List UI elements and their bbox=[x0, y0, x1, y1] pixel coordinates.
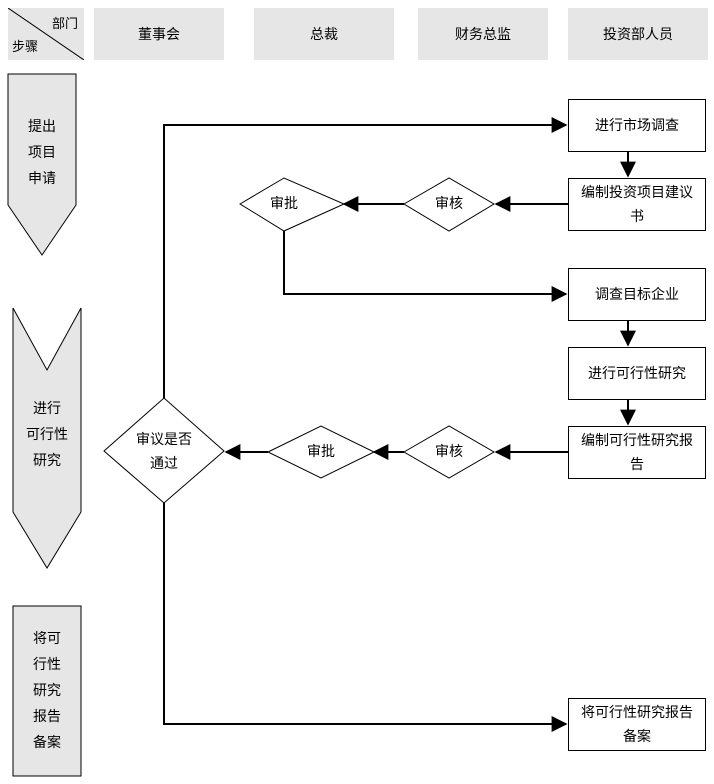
stage-shape-feasibility bbox=[12, 307, 82, 569]
column-header-investment-staff: 投资部人员 bbox=[568, 8, 708, 60]
diamond-review1 bbox=[403, 177, 495, 232]
stage-shape-file bbox=[12, 605, 82, 777]
column-header-cfo: 财务总监 bbox=[418, 8, 548, 60]
box-market-survey: 进行市场调查 bbox=[568, 99, 706, 152]
box-feasibility-study: 进行可行性研究 bbox=[568, 347, 706, 400]
diamond-label-approve2: 审批 bbox=[307, 444, 335, 460]
column-header-board: 董事会 bbox=[94, 8, 224, 60]
box-file-report: 将可行性研究报告备案 bbox=[568, 698, 706, 751]
diamond-board-decision bbox=[103, 397, 225, 504]
diamond-label-board-decision: 审议是否通过 bbox=[136, 432, 192, 472]
diamond-label-review1: 审核 bbox=[435, 196, 463, 212]
diamond-approve2 bbox=[266, 425, 376, 479]
connector-decision-to-file-report bbox=[163, 503, 568, 732]
header-corner: 部门 步骤 bbox=[8, 8, 84, 60]
connector-decision-to-market-survey bbox=[163, 117, 568, 398]
diamond-approve1 bbox=[239, 177, 346, 232]
corner-step-label: 步骤 bbox=[12, 40, 39, 55]
diamond-label-approve1: 审批 bbox=[270, 196, 298, 212]
stage-label-file: 将可 行性 研究 报告 备案 bbox=[33, 631, 61, 751]
box-compile-feasibility-report: 编制可行性研究报告 bbox=[568, 426, 706, 479]
stage-label-feasibility: 进行 可行性 研究 bbox=[26, 401, 68, 469]
column-header-president: 总裁 bbox=[254, 8, 394, 60]
diamond-label-review2: 审核 bbox=[435, 444, 463, 460]
box-investigate-target: 调查目标企业 bbox=[568, 268, 706, 321]
stage-label-propose: 提出 项目 申请 bbox=[28, 119, 56, 187]
corner-dept-label: 部门 bbox=[51, 17, 78, 32]
connector-approve1-to-investigate bbox=[283, 231, 568, 302]
corner-diagonal bbox=[8, 8, 84, 60]
box-compile-proposal: 编制投资项目建议书 bbox=[568, 178, 706, 231]
stage-shape-propose bbox=[7, 73, 77, 256]
diamond-review2 bbox=[403, 425, 495, 479]
